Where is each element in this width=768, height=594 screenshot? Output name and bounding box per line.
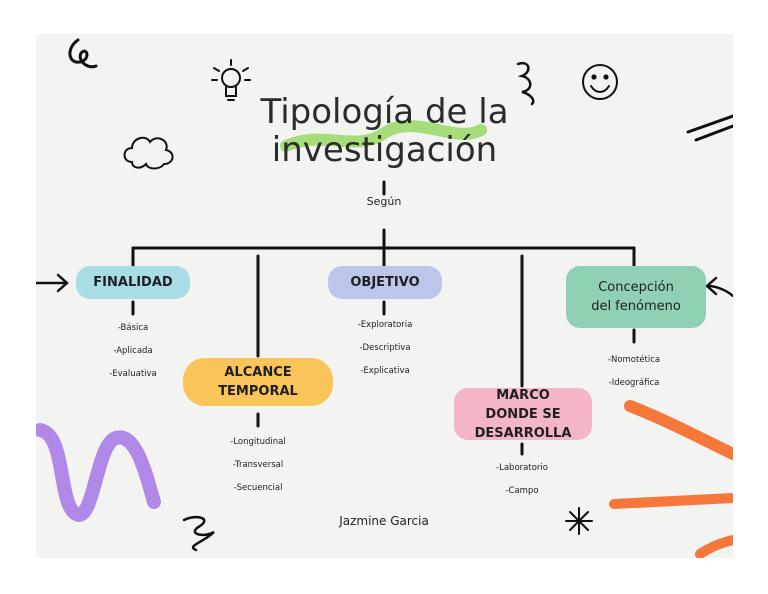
slide: Tipología de la investigación Según FINA…: [36, 34, 733, 558]
node-finalidad: FINALIDAD: [76, 266, 190, 299]
list-item: -Campo: [505, 486, 539, 496]
sparkle-icon: [565, 507, 593, 535]
subtitle: Según: [366, 195, 402, 208]
author: Jazmine Garcia: [339, 514, 429, 528]
dash-lines-icon: [686, 114, 733, 142]
node-concepcion-label: Concepción del fenómeno: [591, 280, 681, 314]
list-objetivo: -Exploratoria -Descriptiva -Explicativa: [345, 314, 425, 383]
arrow-left-icon: [705, 276, 733, 298]
list-alcance: -Longitudinal -Transversal -Secuencial: [218, 431, 298, 500]
list-item: -Laboratorio: [496, 463, 548, 473]
squiggle-icon: [516, 61, 535, 106]
scribble-icon: [182, 515, 215, 552]
node-concepcion: Concepción del fenómeno: [566, 266, 706, 328]
smiley-icon: [582, 64, 618, 100]
list-item: -Básica: [117, 323, 149, 333]
doodles-layer: [36, 38, 733, 558]
list-item: -Exploratoria: [357, 320, 413, 330]
list-item: -Descriptiva: [359, 343, 411, 353]
orange-stroke-bottom: [695, 535, 733, 558]
list-concepcion: -Nomotética -Ideográfica: [594, 349, 674, 395]
list-item: -Aplicada: [113, 346, 153, 356]
purple-stroke: [36, 423, 161, 522]
list-finalidad: -Básica -Aplicada -Evaluativa: [93, 317, 173, 386]
title-line-1: Tipología de la: [260, 92, 509, 132]
node-marco-label: MARCO DONDE SE DESARROLLA: [474, 387, 572, 441]
node-finalidad-label: FINALIDAD: [93, 275, 173, 290]
list-item: -Ideográfica: [608, 378, 660, 388]
lightbulb-icon: [211, 59, 251, 101]
orange-stroke-middle: [609, 493, 733, 509]
list-item: -Secuencial: [233, 483, 283, 493]
swirl-icon: [68, 38, 98, 69]
orange-stroke-top: [624, 400, 733, 460]
list-item: -Transversal: [232, 460, 284, 470]
node-marco: MARCO DONDE SE DESARROLLA: [454, 387, 592, 441]
node-objetivo-label: OBJETIVO: [350, 275, 420, 290]
node-objetivo: OBJETIVO: [328, 266, 442, 299]
list-marco: -Laboratorio -Campo: [482, 457, 562, 503]
title-highlight: [280, 120, 487, 152]
list-item: -Evaluativa: [109, 369, 157, 379]
list-item: -Longitudinal: [230, 437, 286, 447]
connectors: [131, 180, 636, 456]
node-alcance-temporal: ALCANCE TEMPORAL: [183, 358, 333, 406]
list-item: -Explicativa: [360, 366, 410, 376]
arrow-right-icon: [36, 273, 69, 293]
list-item: -Nomotética: [607, 355, 661, 365]
cloud-icon: [123, 136, 174, 170]
title-line-2: investigación: [271, 130, 498, 170]
node-alcance-label: ALCANCE TEMPORAL: [218, 365, 298, 399]
